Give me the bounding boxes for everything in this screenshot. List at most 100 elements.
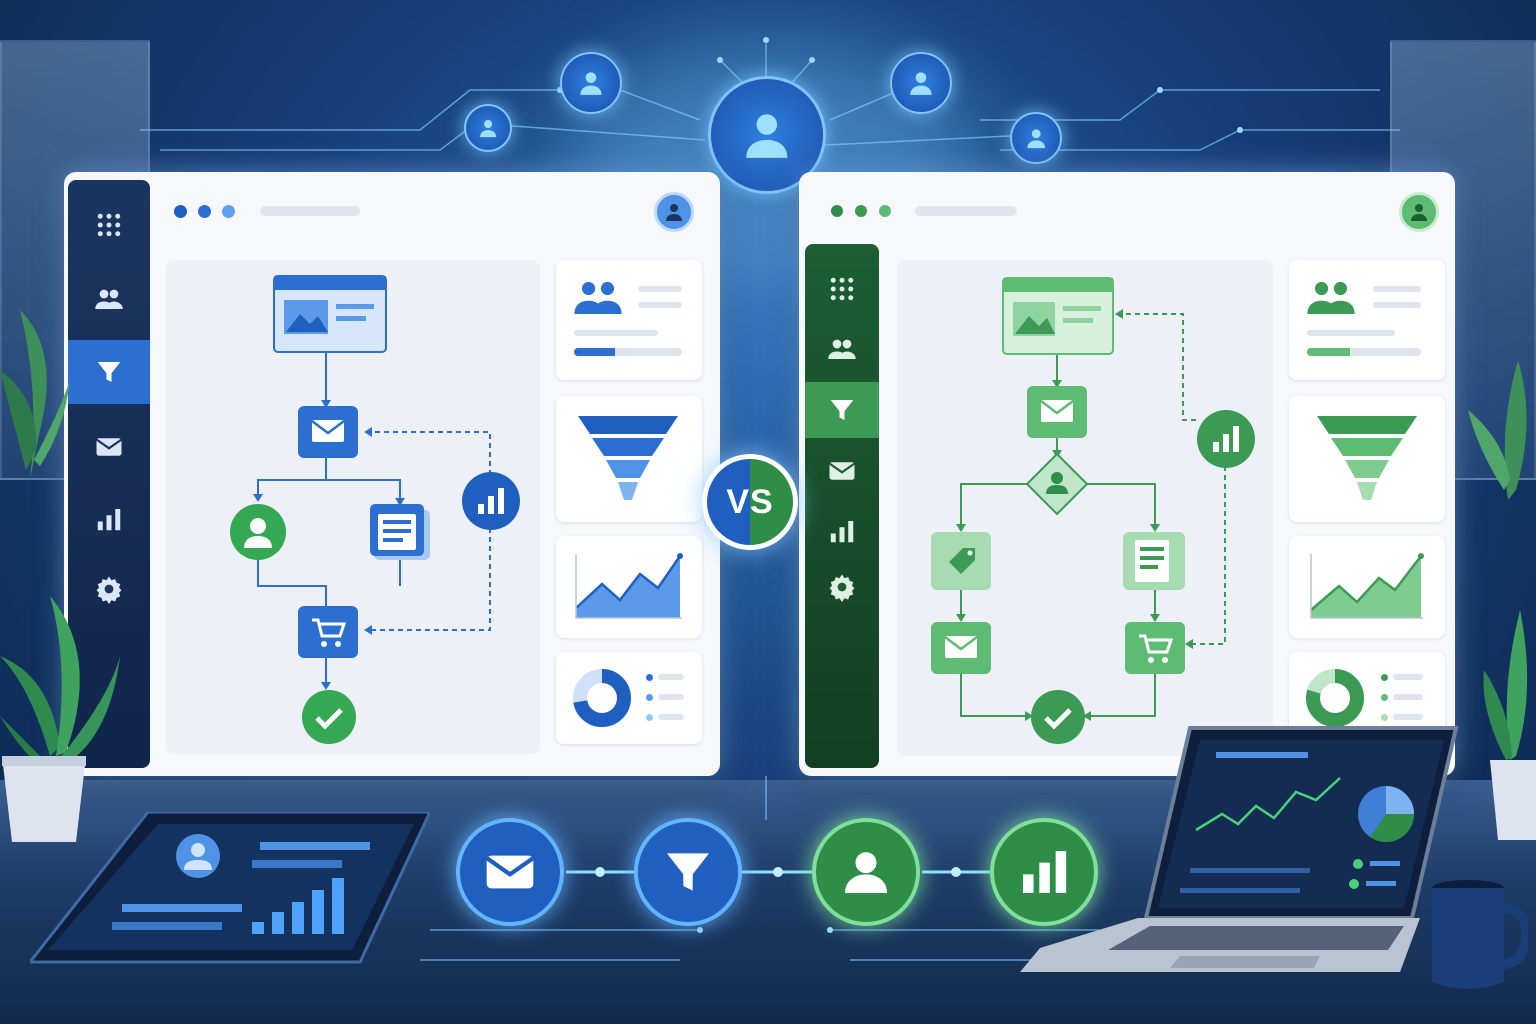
form-step-node[interactable] (370, 504, 432, 562)
window-dot-3[interactable] (222, 205, 235, 218)
email-step-node[interactable] (1027, 386, 1087, 438)
sidebar-item-funnels[interactable] (805, 382, 879, 438)
contact-step-node[interactable] (230, 504, 286, 560)
decision-node[interactable] (1025, 452, 1089, 516)
window-dot-3[interactable] (879, 205, 891, 217)
mail-icon (298, 406, 358, 458)
funnel-card[interactable] (556, 396, 702, 522)
form-step-node[interactable] (1123, 532, 1185, 590)
user-icon (580, 72, 602, 95)
user-icon (845, 852, 887, 893)
audience-card[interactable] (556, 260, 702, 380)
legend-line-2 (658, 694, 684, 700)
landing-page-node[interactable] (1001, 276, 1115, 356)
email-step-node[interactable] (298, 406, 358, 458)
sidebar-item-contacts[interactable] (805, 320, 879, 378)
address-bar[interactable] (260, 206, 360, 216)
form-icon (1123, 532, 1185, 590)
tag-icon (931, 532, 991, 590)
users-icon (1307, 281, 1355, 314)
plant-pot-illustration (0, 596, 120, 842)
window-dot-2[interactable] (198, 205, 211, 218)
user-icon (910, 72, 932, 95)
chain-funnel-node (634, 818, 742, 926)
sidebar-item-apps[interactable] (805, 260, 879, 318)
funnel-card[interactable] (1289, 396, 1445, 522)
cart-step-node[interactable] (1125, 622, 1185, 674)
audience-line-2 (1373, 302, 1421, 308)
analytics-icon (1197, 410, 1255, 468)
bar-chart-icon (97, 509, 121, 531)
email-step-node-2[interactable] (931, 622, 991, 674)
legend-dot-2 (1381, 694, 1388, 701)
landing-page-icon (273, 275, 387, 353)
user-icon (1411, 204, 1427, 221)
sidebar-item-settings[interactable] (68, 560, 150, 618)
plant-illustration (0, 310, 70, 480)
legend-line-1 (658, 674, 684, 680)
legend-dot-1 (1381, 674, 1388, 681)
funnel-icon (97, 362, 121, 382)
complete-step-node[interactable] (1031, 690, 1085, 744)
chain-analytics-node (990, 818, 1098, 926)
analytics-step-node[interactable] (1197, 410, 1255, 468)
network-user-node-3 (890, 52, 952, 114)
legend-dot-3 (646, 714, 653, 721)
analytics-step-node[interactable] (462, 472, 520, 530)
chain-email-node (456, 818, 564, 926)
audience-card[interactable] (1289, 260, 1445, 380)
analytics-icon (462, 472, 520, 530)
chain-user-node (812, 818, 920, 926)
donut-chart-card[interactable] (556, 652, 702, 744)
mug-illustration (1432, 880, 1532, 989)
funnel-icon (667, 853, 709, 891)
user-icon (666, 204, 682, 221)
sidebar (68, 180, 150, 768)
audience-progress-track (574, 348, 682, 356)
cart-step-node[interactable] (298, 606, 358, 658)
mail-icon (485, 855, 535, 889)
audience-line-2 (638, 302, 682, 308)
network-user-node-4 (1010, 112, 1062, 164)
sidebar-item-reports[interactable] (805, 502, 879, 560)
tablet-device (26, 810, 433, 972)
address-bar[interactable] (915, 206, 1017, 216)
area-chart-card[interactable] (556, 536, 702, 638)
sidebar-item-email[interactable] (805, 442, 879, 500)
area-chart-card[interactable] (1289, 536, 1445, 638)
vs-badge: VS (702, 454, 798, 550)
laptop-illustration (1020, 726, 1459, 972)
legend-dot-1 (646, 674, 653, 681)
check-icon (1031, 690, 1085, 744)
landing-page-icon (1002, 277, 1114, 355)
profile-avatar[interactable] (1399, 192, 1439, 232)
users-icon (95, 289, 123, 309)
profile-avatar[interactable] (654, 192, 694, 232)
complete-step-node[interactable] (302, 690, 356, 744)
funnel-icon (830, 400, 854, 420)
sidebar-item-reports[interactable] (68, 490, 150, 548)
sidebar-item-contacts[interactable] (68, 270, 150, 328)
sidebar (805, 244, 879, 768)
workflow-canvas (897, 260, 1273, 756)
legend-line-2 (1393, 694, 1423, 700)
users-icon (574, 281, 622, 314)
tag-step-node[interactable] (931, 532, 991, 590)
user-icon (230, 504, 286, 560)
sidebar-item-email[interactable] (68, 418, 150, 476)
sidebar-item-settings[interactable] (805, 558, 879, 616)
decision-user-icon (1025, 452, 1089, 516)
window-dot-1[interactable] (174, 205, 187, 218)
mail-icon (95, 438, 123, 456)
app-window-blue (64, 172, 720, 776)
bar-chart-icon (1023, 851, 1067, 893)
sidebar-item-apps[interactable] (68, 196, 150, 254)
sidebar-item-funnels[interactable] (68, 340, 150, 404)
window-dot-2[interactable] (855, 205, 867, 217)
check-icon (302, 690, 356, 744)
vs-label: VS (726, 482, 774, 521)
window-dot-1[interactable] (831, 205, 843, 217)
cart-icon (298, 606, 358, 658)
landing-page-node[interactable] (272, 274, 388, 354)
